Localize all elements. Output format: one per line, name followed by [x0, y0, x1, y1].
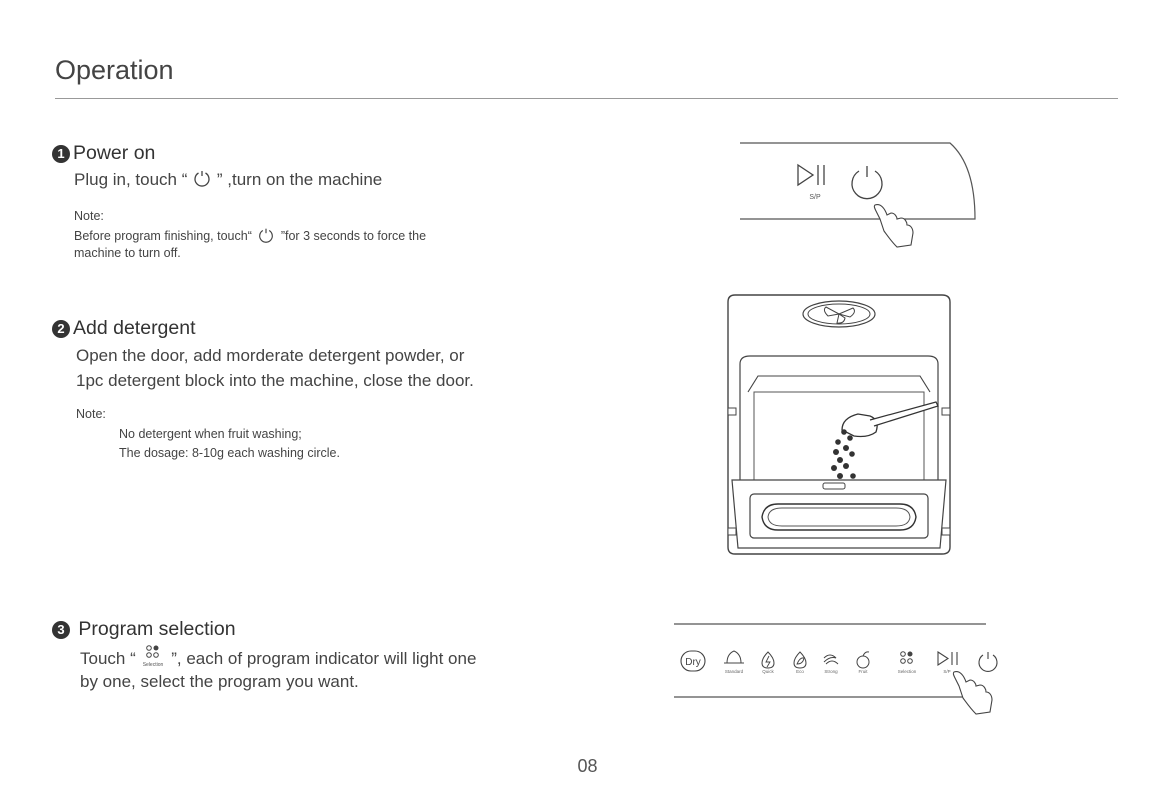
section-heading-text: Power on — [73, 142, 156, 164]
fan-logo-icon — [802, 300, 876, 328]
note-text: The dosage: 8-10g each washing circle. — [119, 446, 340, 460]
program-label-quick: Quick — [762, 669, 774, 674]
eco-program-icon: Eco — [793, 651, 807, 674]
section-heading-text: Add detergent — [73, 317, 196, 339]
instruction-text: ” ,turn on the machine — [216, 170, 383, 189]
standard-program-icon: Standard — [724, 650, 744, 674]
page-title: Operation — [55, 55, 174, 85]
note-text: machine to turn off. — [74, 246, 181, 260]
program-label-eco: Eco — [796, 669, 804, 674]
dry-button-icon: Dry — [680, 650, 706, 672]
program-label-sp: S/P — [943, 669, 950, 674]
power-icon — [194, 171, 210, 187]
program-label-standard: Standard — [725, 669, 744, 674]
add-detergent-instruction-line1: Open the door, add morderate detergent p… — [76, 346, 465, 365]
panel-outline — [740, 142, 976, 220]
machine-illustration — [727, 294, 951, 555]
fruit-program-icon: Fruit — [856, 651, 870, 674]
note-label: Note: — [76, 407, 106, 421]
step-number-badge: 3 — [52, 621, 70, 639]
step-number-badge: 2 — [52, 320, 70, 338]
hand-pointer-icon — [952, 671, 993, 715]
note-text-part: ”for 3 seconds to force the — [280, 229, 427, 243]
strong-program-icon: Strong — [823, 654, 839, 674]
add-detergent-instruction-line2: 1pc detergent block into the machine, cl… — [76, 371, 474, 390]
detergent-scoop-icon — [841, 401, 939, 438]
note-text: Before program finishing, touch“ ”for 3 … — [74, 226, 426, 245]
program-label-fruit: Fruit — [859, 669, 869, 674]
note-label: Note: — [74, 209, 104, 223]
power-icon — [259, 228, 274, 243]
note-text-part: Before program finishing, touch“ — [74, 229, 252, 243]
full-control-panel-illustration: Dry Standard Quick Eco Strong Fruit Sele… — [674, 623, 998, 715]
selection-dots-icon: Selection — [898, 651, 917, 674]
instruction-text: Plug in, touch “ — [74, 170, 188, 189]
program-selection-instruction: Touch “ Selection ”, each of program ind… — [80, 644, 476, 671]
quick-program-icon: Quick — [761, 651, 775, 674]
page-number: 08 — [577, 756, 598, 776]
step-number-badge: 1 — [52, 145, 70, 163]
program-label-selection: Selection — [898, 669, 917, 674]
control-panel-illustration: S/P — [740, 142, 976, 248]
detergent-powder — [831, 429, 856, 479]
play-pause-icon — [797, 163, 825, 187]
selection-dots-icon: Selection — [143, 645, 164, 668]
section-program-selection-heading: 3 Program selection — [52, 618, 236, 641]
power-icon — [851, 166, 883, 200]
program-selection-instruction-line2: by one, select the program you want. — [80, 672, 359, 691]
program-label-strong: Strong — [824, 669, 838, 674]
power-on-instruction: Plug in, touch “ ” ,turn on the machine — [74, 167, 382, 192]
instruction-text: ”, each of program indicator will light … — [171, 649, 477, 668]
instruction-text: Touch “ — [80, 649, 136, 668]
selection-icon-label: Selection — [143, 662, 164, 668]
section-heading-text: Program selection — [78, 618, 236, 640]
hand-pointer-icon — [873, 204, 914, 248]
play-pause-icon: S/P — [937, 650, 958, 674]
dry-label: Dry — [685, 657, 701, 668]
sp-label: S/P — [809, 194, 821, 201]
power-icon — [978, 652, 998, 672]
note-text: No detergent when fruit washing; — [119, 427, 302, 441]
title-divider — [55, 98, 1118, 99]
